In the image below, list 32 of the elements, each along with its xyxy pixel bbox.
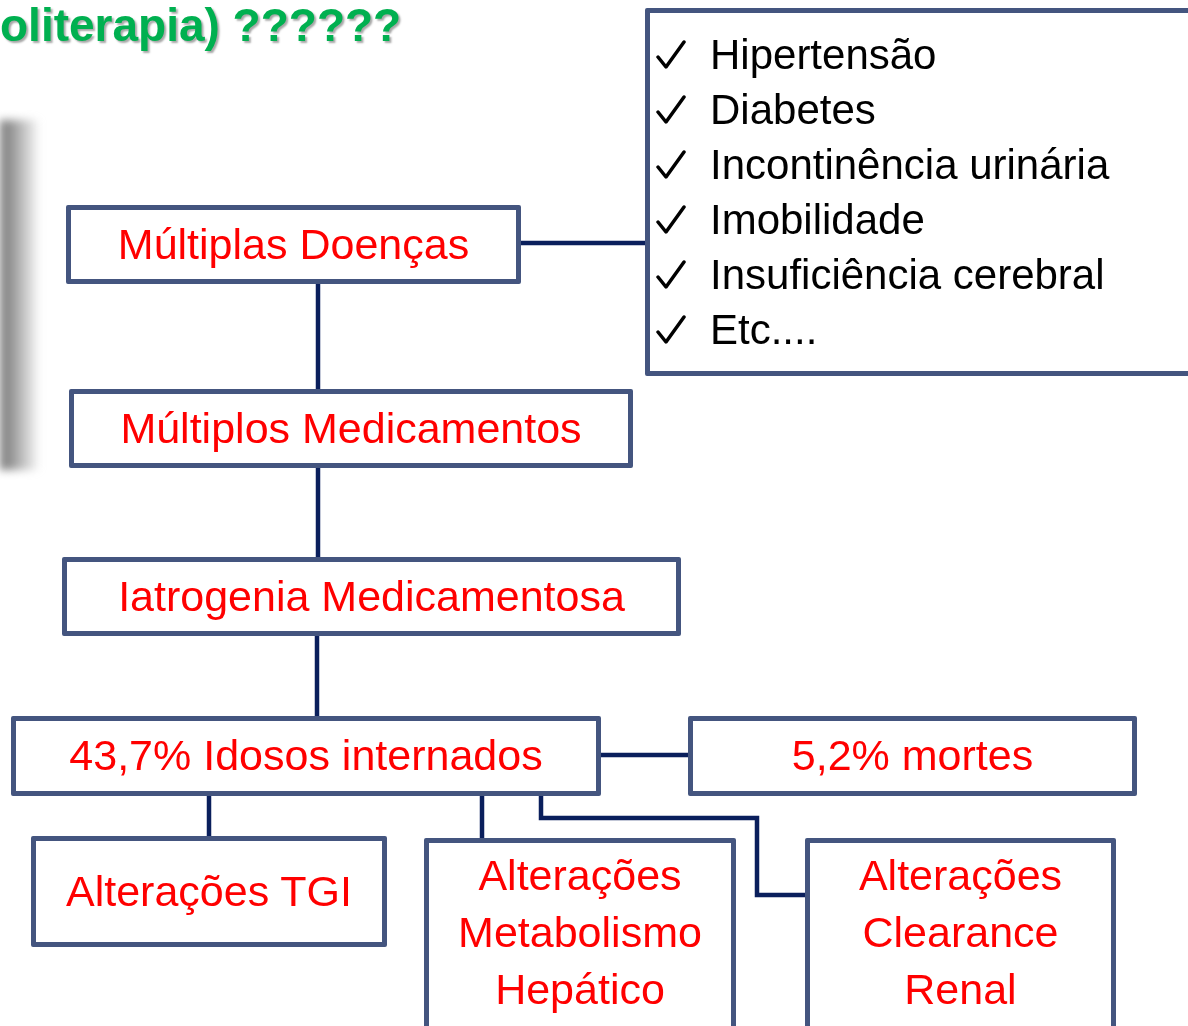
connector-line (206, 796, 212, 836)
connector-line (315, 468, 321, 557)
process-box (31, 836, 387, 947)
process-box (11, 716, 601, 796)
process-box (62, 557, 681, 636)
process-box (688, 716, 1137, 796)
list-item-text: Hipertensão (710, 30, 937, 79)
connector-line (479, 796, 485, 838)
list-item-text: Insuficiência cerebral (710, 250, 1105, 299)
box-label: Múltiplas Doenças (117, 218, 470, 270)
box-label: Múltiplos Medicamentos (120, 402, 582, 454)
box-label: 5,2% mortes (791, 730, 1034, 782)
title: oliterapia) ?????? (0, 0, 402, 51)
box-label: Alterações Metabolismo Hepático (457, 850, 703, 1016)
connector-line (315, 284, 321, 389)
box-label: Alterações Clearance Renal (857, 850, 1064, 1016)
box-label: Iatrogenia Medicamentosa (118, 570, 625, 622)
connector-line (314, 636, 320, 716)
process-box (424, 838, 736, 1026)
box-label: Alterações TGI (66, 865, 352, 917)
list-item-text: Incontinência urinária (710, 140, 1110, 189)
list-item-text: Etc.... (710, 305, 818, 354)
list-item-text: Imobilidade (710, 195, 925, 244)
list-item-text: Diabetes (710, 85, 876, 134)
box-label: 43,7% Idosos internados (69, 730, 543, 782)
connector-line (538, 796, 805, 898)
list-box (645, 8, 1188, 376)
connector-line (521, 240, 645, 246)
process-box (66, 205, 521, 284)
process-box (805, 838, 1116, 1026)
process-box (69, 389, 633, 468)
connector-line (601, 752, 688, 758)
